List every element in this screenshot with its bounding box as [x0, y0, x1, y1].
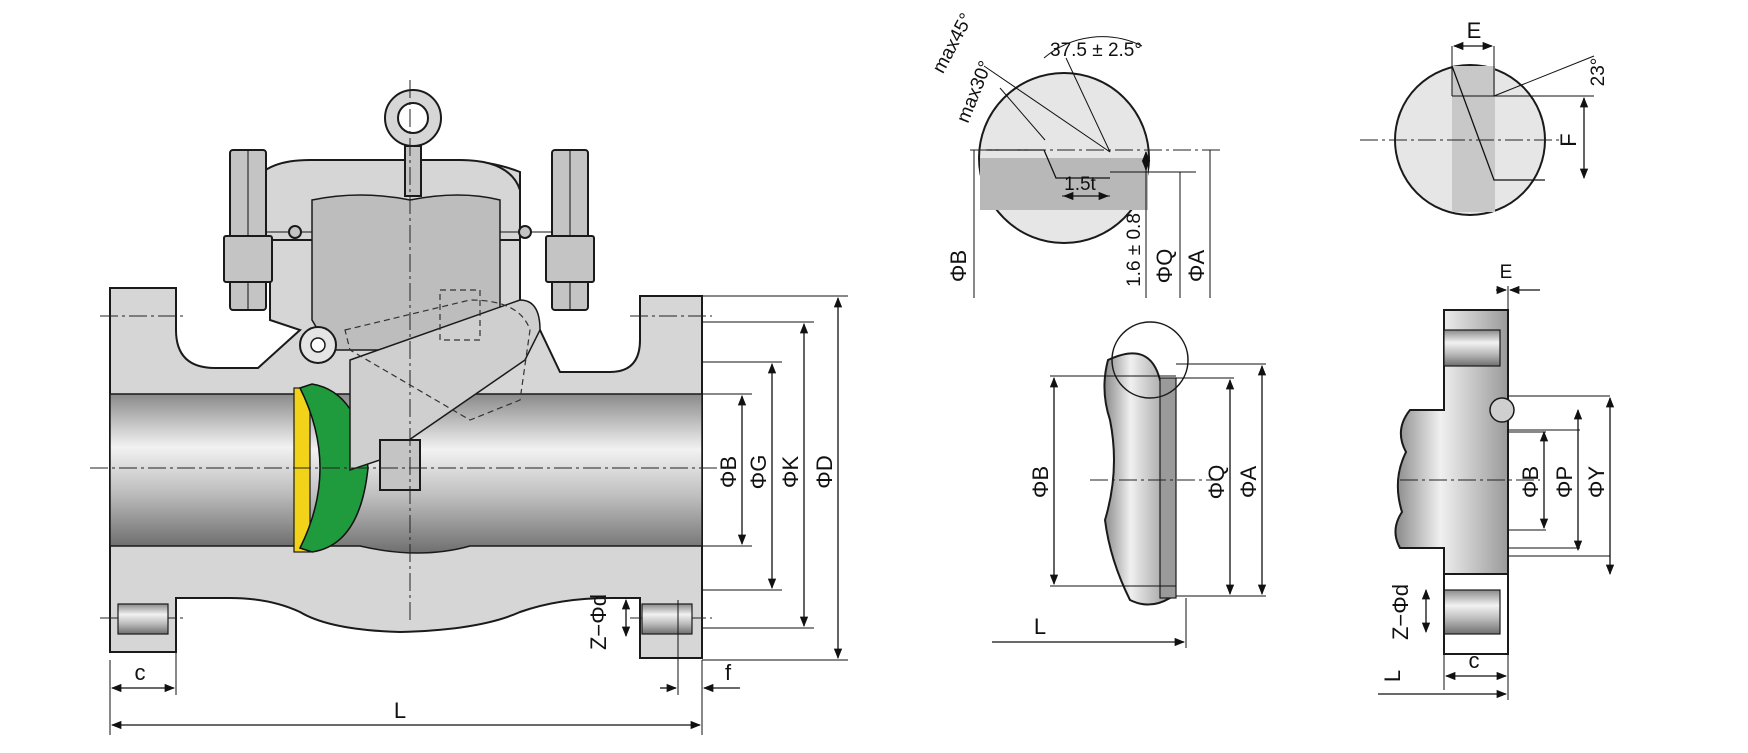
valve-cross-section — [90, 80, 720, 659]
dim-phiD-label: ΦD — [812, 455, 837, 488]
zd-flange-label: Z−Φd — [1388, 584, 1413, 640]
F-label: F — [1556, 133, 1581, 146]
socket-end-detail: E 23° F — [1360, 18, 1609, 216]
body-cavity — [311, 194, 501, 351]
c-flange-label: c — [1469, 648, 1480, 673]
dim-c-label: c — [135, 660, 146, 685]
inlet-bore — [109, 393, 301, 547]
phiQ-butt-label: ΦQ — [1204, 465, 1229, 500]
phiB-flange-label: ΦB — [1518, 466, 1543, 498]
dim-f-label: f — [725, 660, 732, 685]
t15-label: 1.5t — [1064, 174, 1096, 195]
phiP-label: ΦP — [1552, 466, 1577, 498]
E-bottom-label: E — [1500, 262, 1513, 283]
L-flange-label: L — [1380, 670, 1405, 682]
dim-phiG-label: ΦG — [746, 455, 771, 490]
angle23-label: 23° — [1588, 58, 1609, 87]
max45-label: max45° — [929, 10, 978, 77]
phiB-detail-label: ΦB — [946, 250, 971, 282]
weld-end-detail: 1.5t ΦB 1.6 ± 0.8 ΦQ ΦA max45° max30° 37… — [929, 10, 1222, 298]
phiA-butt-label: ΦA — [1236, 466, 1261, 499]
dim-phiB-label: ΦB — [716, 456, 741, 488]
phiY-label: ΦY — [1584, 466, 1609, 499]
main-dimensions: L c f Z−Φd ΦB ΦG ΦK ΦD — [109, 295, 848, 735]
dim-L-label: L — [394, 698, 406, 723]
dim-zd-label: Z−Φd — [586, 594, 611, 650]
phiB-butt-label: ΦB — [1028, 466, 1053, 498]
phiA-detail-label: ΦA — [1184, 250, 1209, 283]
socket-flange-detail: E ΦB ΦP ΦY Z−Φd c L — [1378, 262, 1615, 700]
E-top-label: E — [1467, 18, 1482, 43]
L-butt-label: L — [1034, 614, 1046, 639]
angle375-label: 37.5 ± 2.5° — [1050, 40, 1142, 61]
phiQ-detail-label: ΦQ — [1152, 249, 1177, 284]
r16-label: 1.6 ± 0.8 — [1124, 213, 1145, 287]
dim-phiK-label: ΦK — [778, 456, 803, 489]
butt-weld-detail: ΦB ΦQ ΦA L — [992, 321, 1267, 648]
seat-ring — [293, 387, 311, 553]
